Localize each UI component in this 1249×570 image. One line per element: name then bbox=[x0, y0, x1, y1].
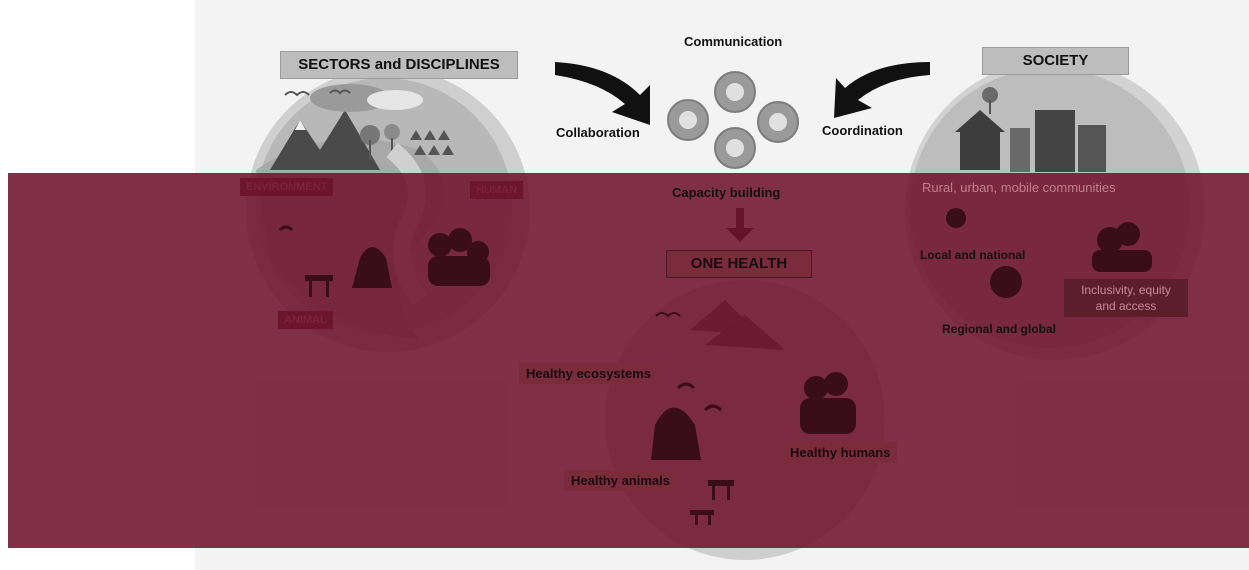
collaboration-label: Collaboration bbox=[556, 125, 640, 140]
goat-icon bbox=[305, 275, 333, 297]
people-icon bbox=[428, 233, 452, 257]
arrow-left-icon bbox=[555, 62, 650, 125]
location-pin-icon-large bbox=[990, 266, 1022, 298]
inclusivity-line-1: Inclusivity, equity bbox=[1081, 283, 1171, 297]
communication-label: Communication bbox=[684, 34, 783, 49]
bat-icon bbox=[676, 382, 696, 390]
regional-global-label: Regional and global bbox=[942, 322, 1057, 336]
gorilla-icon bbox=[352, 247, 392, 288]
healthy-ecosystems-label: Healthy ecosystems bbox=[519, 363, 659, 384]
gears-icon bbox=[667, 71, 799, 169]
healthy-animals-label: Healthy animals bbox=[564, 470, 677, 491]
inclusivity-line-2: and access bbox=[1095, 299, 1157, 313]
location-pin-icon bbox=[946, 208, 966, 228]
sectors-title: SECTORS and DISCIPLINES bbox=[280, 51, 518, 79]
society-title: SOCIETY bbox=[982, 47, 1129, 75]
coordination-label: Coordination bbox=[822, 123, 903, 138]
house-icon bbox=[960, 130, 1000, 170]
bird-icon bbox=[284, 91, 310, 97]
tree-icon bbox=[360, 125, 380, 145]
capacity-building-label: Capacity building bbox=[672, 185, 781, 200]
arrow-right-icon bbox=[834, 62, 930, 118]
building-icon bbox=[1035, 110, 1075, 172]
healthy-humans-label: Healthy humans bbox=[783, 442, 898, 463]
inclusivity-tag: Inclusivity, equity and access bbox=[1064, 279, 1188, 317]
forest-icon bbox=[410, 130, 454, 155]
local-national-label: Local and national bbox=[920, 248, 1026, 262]
one-health-title: ONE HEALTH bbox=[666, 250, 812, 278]
communities-label: Rural, urban, mobile communities bbox=[922, 180, 1116, 195]
